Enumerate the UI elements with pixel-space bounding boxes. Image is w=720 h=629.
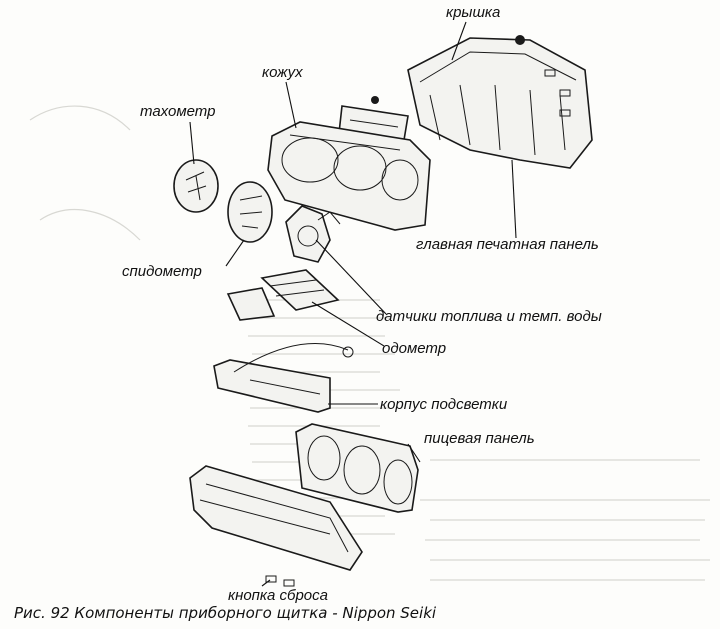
front-bezel-part (189, 465, 363, 587)
label-main-pcb: главная печатная панель (416, 236, 599, 253)
odometer-board (226, 269, 340, 321)
label-backlight-housing: корпус подсветки (380, 396, 508, 413)
fuel-temp-gauge-part (285, 205, 341, 263)
label-face-panel: пицевая панель (424, 430, 535, 447)
speedometer-dial (227, 181, 273, 243)
label-reset-button: кнопка сброса (228, 587, 328, 604)
tachometer-dial (173, 159, 219, 213)
figure-caption: Рис. 92 Компоненты приборного щитка - Ni… (14, 604, 437, 622)
label-fuel-temp-gauges: датчики топлива и темп. воды (376, 308, 602, 325)
housing-part (267, 121, 431, 231)
label-odometer: одометр (382, 340, 447, 357)
label-housing: кожух (262, 64, 303, 81)
leader-lines (189, 21, 517, 587)
label-speedometer: спидометр (122, 263, 202, 280)
exploded-diagram (29, 21, 710, 587)
label-tachometer: тахометр (140, 103, 216, 120)
backlight-housing-part (213, 343, 354, 413)
cover-part (407, 35, 593, 169)
face-panel-part (295, 423, 419, 513)
label-cover: крышка (446, 4, 501, 21)
